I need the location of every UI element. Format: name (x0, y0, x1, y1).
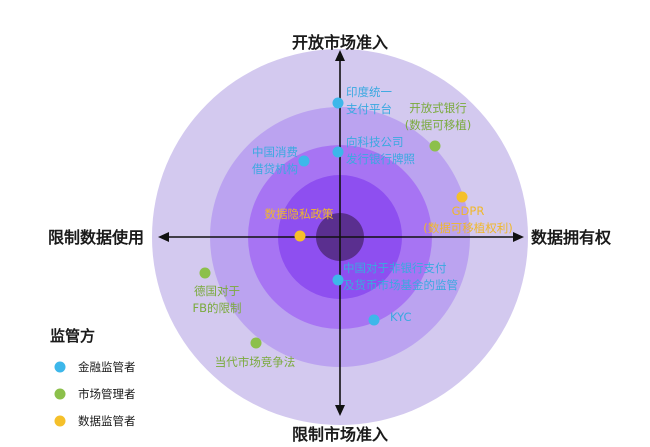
data-points: 印度统一支付平台开放式银行(数据可移植)向科技公司发行银行牌照中国消费借贷机构G… (192, 85, 512, 369)
legend-label-financial: 金融监管者 (78, 360, 136, 374)
legend-title: 监管方 (50, 327, 95, 345)
point-dot-tech-license (332, 146, 344, 158)
point-label-tech-license: 发行银行牌照 (346, 152, 415, 166)
axes (158, 50, 524, 416)
point-germany-fb: 德国对于 FB的限制 (192, 267, 242, 315)
legend-label-data: 数据监管者 (78, 414, 136, 428)
point-label-kyc: KYC (390, 310, 412, 324)
point-dot-privacy-policy (294, 230, 306, 242)
axis-label-bottom: 限制市场准入 (292, 425, 388, 444)
arrow-left (158, 232, 169, 242)
point-label-open-banking: (数据可移植) (405, 118, 471, 132)
point-label-china-consumer: 借贷机构 (252, 162, 298, 176)
arrow-right (513, 232, 524, 242)
point-label-open-banking: 开放式银行 (409, 101, 467, 115)
axis-label-top: 开放市场准入 (292, 33, 388, 52)
point-label-modern-competition: 当代市场竞争法 (215, 355, 296, 369)
point-label-gdpr: GDPR (452, 204, 485, 218)
arrow-down (335, 405, 345, 416)
point-label-india-upi: 支付平台 (346, 102, 392, 116)
legend-dot-data (54, 415, 66, 427)
axis-label-right: 数据拥有权 (531, 228, 612, 247)
point-label-gdpr: (数据可移植权利) (423, 221, 512, 235)
point-label-china-nonbank: 及货币市场基金的监管 (343, 278, 458, 292)
axis-label-left: 限制数据使用 (48, 228, 144, 247)
point-dot-kyc (368, 314, 380, 326)
point-open-banking: 开放式银行 (数据可移植) (405, 101, 471, 152)
point-label-privacy-policy: 数据隐私政策 (265, 207, 334, 221)
point-privacy-policy: 数据隐私政策 (265, 207, 334, 242)
point-dot-modern-competition (250, 337, 262, 349)
legend-label-market: 市场管理者 (78, 387, 136, 401)
point-dot-india-upi (332, 97, 344, 109)
point-modern-competition: 当代市场竞争法 (215, 337, 296, 369)
point-label-india-upi: 印度统一 (346, 85, 392, 99)
point-dot-gdpr (456, 191, 468, 203)
arrow-up (335, 50, 345, 61)
point-dot-germany-fb (199, 267, 211, 279)
point-label-germany-fb: FB的限制 (192, 301, 241, 315)
point-label-germany-fb: 德国对于 (194, 284, 240, 298)
point-gdpr: GDPR (数据可移植权利) (423, 191, 513, 235)
legend-dot-market (54, 388, 66, 400)
point-dot-open-banking (429, 140, 441, 152)
legend-dot-financial (54, 361, 66, 373)
point-dot-china-consumer (298, 155, 310, 167)
point-label-tech-license: 向科技公司 (346, 135, 404, 149)
point-label-china-nonbank: 中国对于非银行支付 (343, 261, 447, 275)
point-dot-china-nonbank (332, 274, 344, 286)
point-label-china-consumer: 中国消费 (252, 145, 298, 159)
point-kyc: KYC (368, 310, 412, 326)
